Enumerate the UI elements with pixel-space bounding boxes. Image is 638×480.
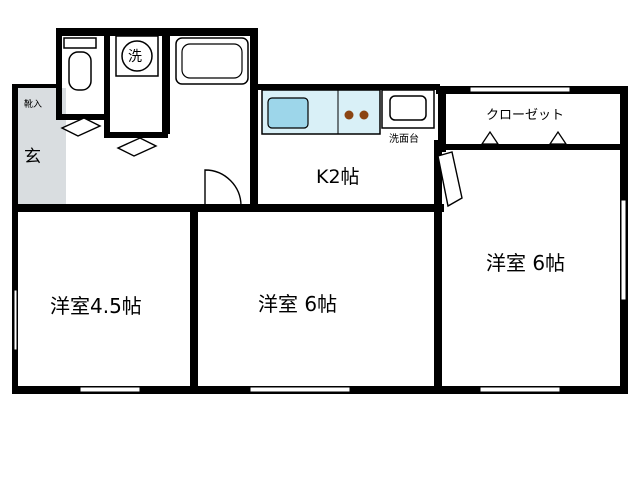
- entrance-label: 玄: [24, 147, 41, 167]
- washing-machine-drum: [121, 40, 153, 72]
- washbasin-bowl: [389, 95, 427, 121]
- toilet-tank: [63, 37, 97, 49]
- bathtub-inner: [181, 43, 243, 79]
- washbasin-label: 洗面台: [389, 134, 419, 145]
- closet-label: クローゼット: [486, 108, 565, 123]
- kitchen-label: K2帖: [316, 166, 360, 188]
- windows: [13, 86, 627, 393]
- walls: [12, 28, 628, 394]
- doors: [60, 117, 463, 208]
- sliding-tracks: [60, 147, 620, 211]
- kitchen-sink: [267, 97, 309, 129]
- room-45-label: 洋室4.5帖: [50, 294, 142, 318]
- room-6-center-label: 洋室 6帖: [258, 292, 338, 316]
- stove-burner-right: [359, 110, 369, 120]
- stove-burner-left: [344, 110, 354, 120]
- washer-label: 洗: [128, 49, 142, 65]
- shoe-box-label: 靴入: [24, 100, 43, 110]
- closet-markers: [480, 130, 568, 145]
- toilet-bowl: [68, 51, 92, 91]
- room-6-right-label: 洋室 6帖: [486, 251, 566, 275]
